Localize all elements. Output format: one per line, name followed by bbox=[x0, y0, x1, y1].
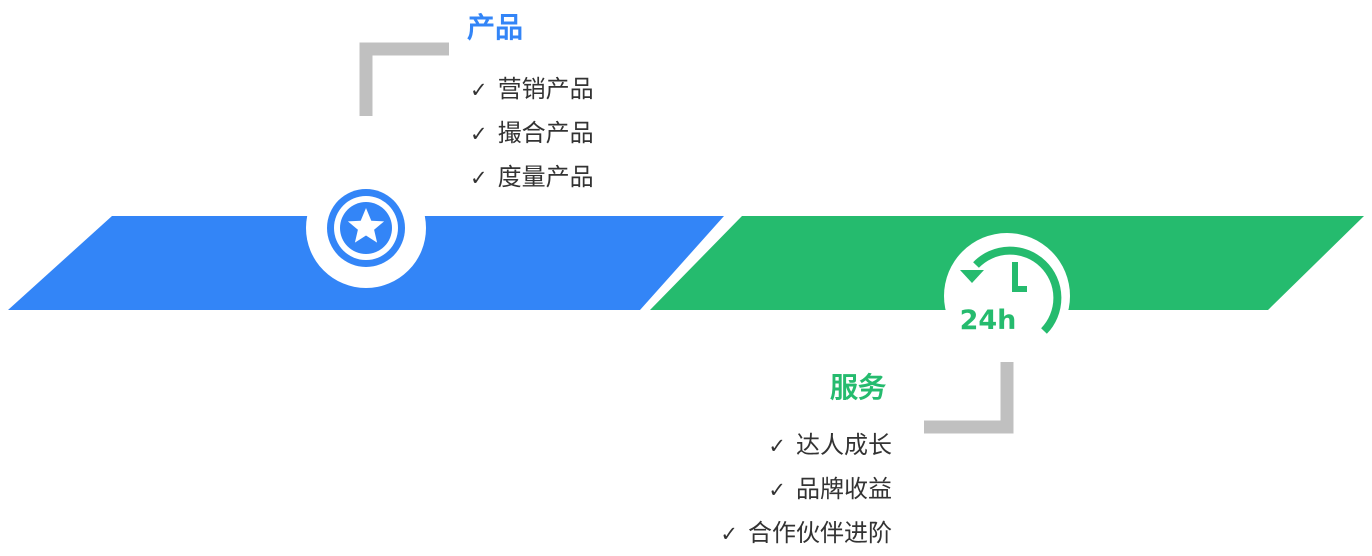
product-item-label: 撮合产品 bbox=[497, 119, 594, 147]
list-item: ✓ 达人成长 bbox=[720, 423, 892, 467]
service-item-label: 品牌收益 bbox=[796, 475, 892, 503]
check-icon: ✓ bbox=[470, 78, 488, 102]
service-list: ✓ 达人成长 ✓ 品牌收益 ✓ 合作伙伴进阶 bbox=[720, 423, 892, 555]
product-list: ✓ 营销产品 ✓ 撮合产品 ✓ 度量产品 bbox=[470, 67, 594, 199]
check-icon: ✓ bbox=[720, 522, 738, 546]
product-connector bbox=[359, 42, 449, 116]
clock-24h-icon: 24h bbox=[944, 233, 1070, 359]
clock-24h-label: 24h bbox=[960, 305, 1017, 336]
check-icon: ✓ bbox=[768, 434, 786, 458]
check-icon: ✓ bbox=[768, 478, 786, 502]
product-item-label: 度量产品 bbox=[497, 163, 594, 191]
service-item-label: 达人成长 bbox=[796, 431, 892, 459]
star-badge-icon bbox=[306, 168, 426, 288]
product-heading: 产品 bbox=[467, 11, 524, 44]
check-icon: ✓ bbox=[470, 166, 488, 190]
service-connector bbox=[924, 362, 1014, 434]
list-item: ✓ 合作伙伴进阶 bbox=[720, 511, 892, 555]
list-item: ✓ 营销产品 bbox=[470, 67, 594, 111]
list-item: ✓ 撮合产品 bbox=[470, 111, 594, 155]
check-icon: ✓ bbox=[470, 122, 488, 146]
star-icon bbox=[347, 208, 385, 243]
service-heading: 服务 bbox=[830, 371, 887, 404]
product-item-label: 营销产品 bbox=[497, 75, 594, 103]
list-item: ✓ 度量产品 bbox=[470, 155, 594, 199]
service-item-label: 合作伙伴进阶 bbox=[748, 519, 892, 547]
list-item: ✓ 品牌收益 bbox=[720, 467, 892, 511]
